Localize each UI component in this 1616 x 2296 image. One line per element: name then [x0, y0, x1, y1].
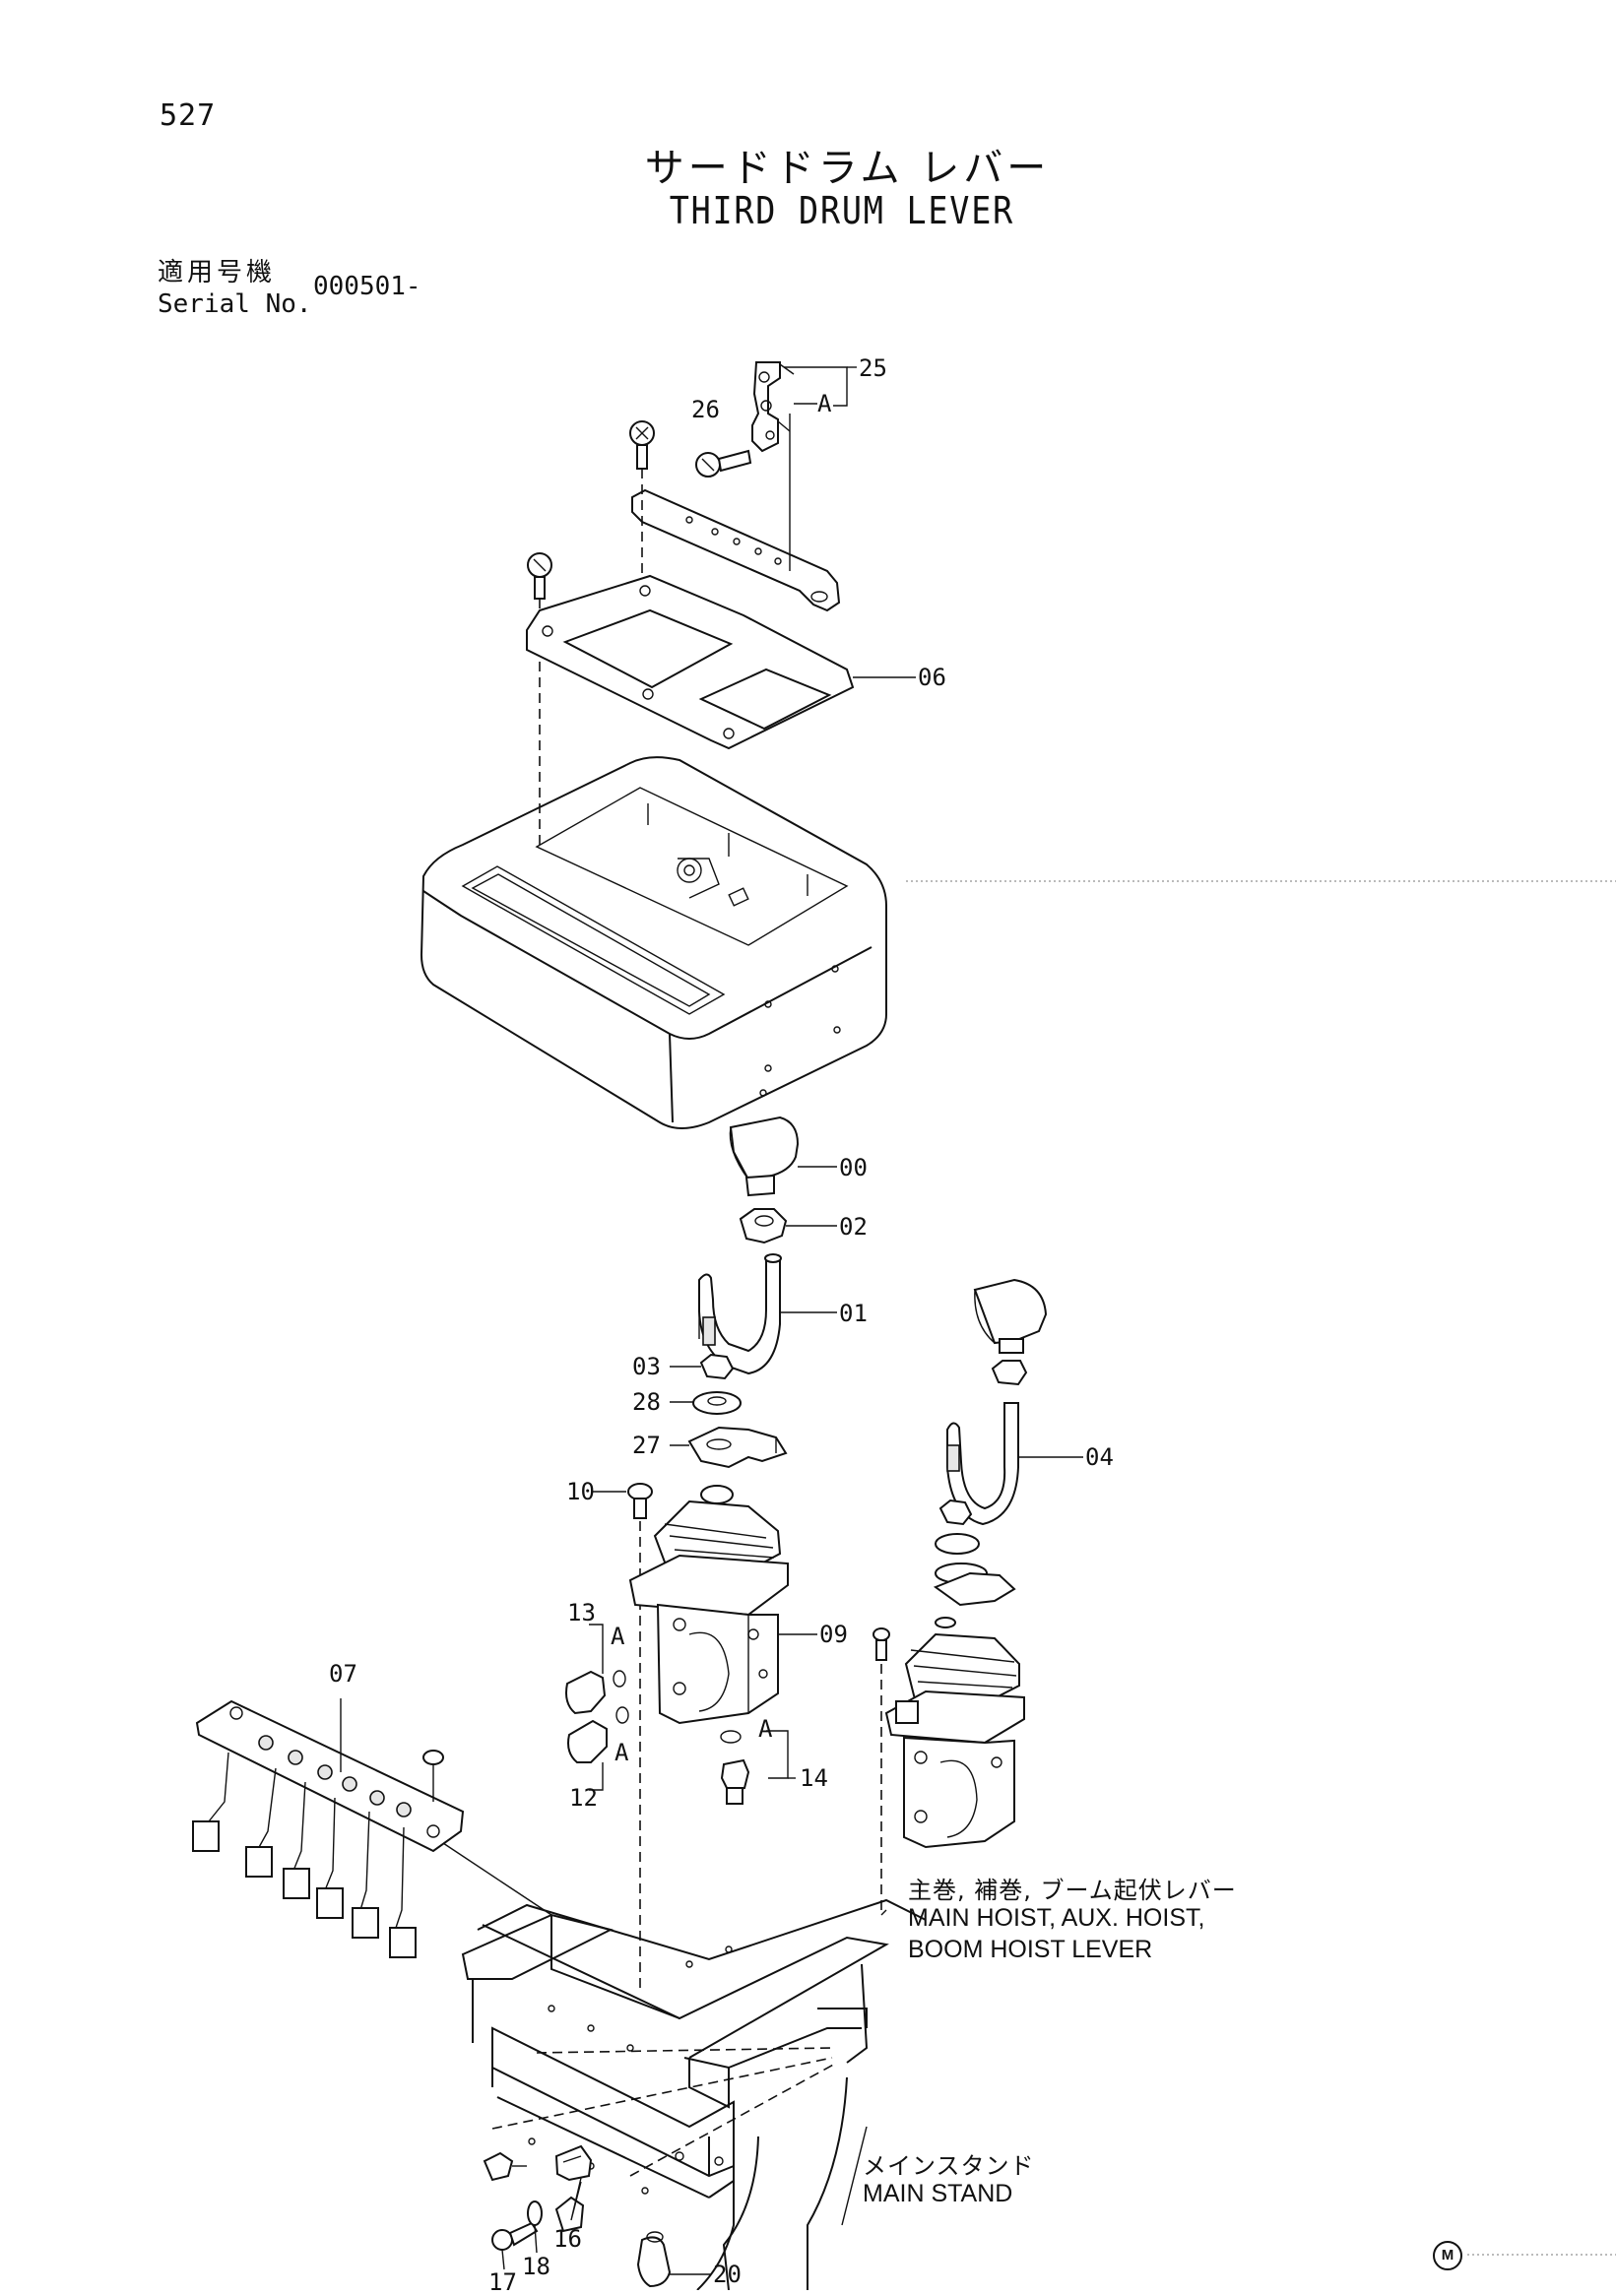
- note-main-stand-english: MAIN STAND: [863, 2180, 1013, 2207]
- title-english: THIRD DRUM LEVER: [669, 189, 1014, 232]
- callout-a-top: A: [817, 390, 832, 417]
- callout-02: 02: [839, 1213, 868, 1241]
- callout-17: 17: [488, 2268, 517, 2296]
- callout-a-12: A: [614, 1739, 629, 1766]
- cover-plate-part-06: [526, 574, 855, 750]
- leader-13: [589, 1624, 604, 1674]
- callout-18: 18: [522, 2253, 550, 2280]
- lever-washers-duplicate: [933, 1499, 1016, 1607]
- leader-16: [570, 2177, 582, 2221]
- fitting-part-13: [565, 1670, 626, 1715]
- lever-rod-part-04: [946, 1402, 1019, 1526]
- leader-14: [766, 1730, 789, 1779]
- lever-knob-duplicate: [973, 1278, 1048, 1386]
- nut-part-02: [739, 1208, 788, 1244]
- callout-14: 14: [800, 1764, 828, 1792]
- main-stand: [461, 1898, 927, 2290]
- screw-plate-top: [629, 420, 655, 581]
- washer-part-18: [527, 2200, 543, 2226]
- screw-part-10: [627, 1483, 653, 1994]
- clamp-part-16: [554, 2144, 593, 2182]
- fitting-part-14: [720, 1730, 750, 1805]
- note-main-hoist-english-line1: MAIN HOIST, AUX. HOIST,: [908, 1904, 1205, 1932]
- leader-main-stand: [841, 2126, 868, 2226]
- leader-17: [501, 2249, 505, 2270]
- circled-m-mark: M: [1433, 2241, 1462, 2270]
- callout-25: 25: [859, 354, 887, 382]
- lever-rod-part-01: [698, 1253, 782, 1375]
- note-main-hoist-japanese: 主巻, 補巻, ブーム起伏レバー: [908, 1877, 1237, 1904]
- control-console-box: [420, 756, 887, 1129]
- callout-a-14: A: [758, 1715, 773, 1743]
- callout-06: 06: [918, 664, 946, 691]
- bracket-part-25: [751, 361, 795, 453]
- screw-part-26: [695, 449, 752, 478]
- plate-part-27: [687, 1426, 788, 1469]
- bolt-stand-left: [483, 2151, 527, 2182]
- title-japanese: サードドラム レバー: [644, 146, 1051, 191]
- callout-00: 00: [839, 1154, 868, 1181]
- leader-18: [534, 2224, 538, 2254]
- leader-hoist-lever: [880, 1909, 887, 1916]
- callout-07: 07: [329, 1660, 357, 1688]
- callout-27: 27: [632, 1432, 661, 1459]
- callout-28: 28: [632, 1388, 661, 1416]
- callout-26: 26: [691, 396, 720, 423]
- washer-part-28: [692, 1391, 742, 1415]
- serial-label-english: Serial No.: [158, 289, 312, 319]
- bolt-part-17: [491, 2221, 539, 2251]
- callout-10: 10: [566, 1478, 595, 1505]
- note-main-stand-japanese: メインスタンド: [863, 2152, 1035, 2180]
- nut-part-03: [699, 1353, 735, 1380]
- page-number: 527: [160, 98, 217, 133]
- callout-03: 03: [632, 1353, 661, 1380]
- callout-01: 01: [839, 1300, 868, 1327]
- callout-04: 04: [1085, 1443, 1114, 1471]
- fitting-part-12: [567, 1706, 629, 1763]
- callout-12: 12: [569, 1784, 598, 1812]
- serial-number-value: 000501-: [313, 272, 421, 301]
- harness-board-part-07: [192, 1698, 552, 1958]
- grommet-part-20: [636, 2231, 672, 2288]
- callout-20: 20: [713, 2261, 742, 2288]
- control-valve-duplicate: [873, 1617, 1025, 1915]
- callout-a-13: A: [611, 1623, 625, 1650]
- leader-12: [589, 1762, 604, 1791]
- leader-25: [784, 366, 848, 407]
- clamp-part-16b: [554, 2196, 585, 2233]
- serial-label-japanese: 適用号機: [158, 258, 277, 287]
- lever-knob-part-00: [729, 1116, 800, 1197]
- callout-13: 13: [567, 1599, 596, 1626]
- control-valve-part-09: [628, 1485, 789, 1725]
- note-main-hoist-english-line2: BOOM HOIST LEVER: [908, 1936, 1153, 1963]
- callout-09: 09: [819, 1621, 848, 1648]
- callout-16: 16: [553, 2225, 582, 2253]
